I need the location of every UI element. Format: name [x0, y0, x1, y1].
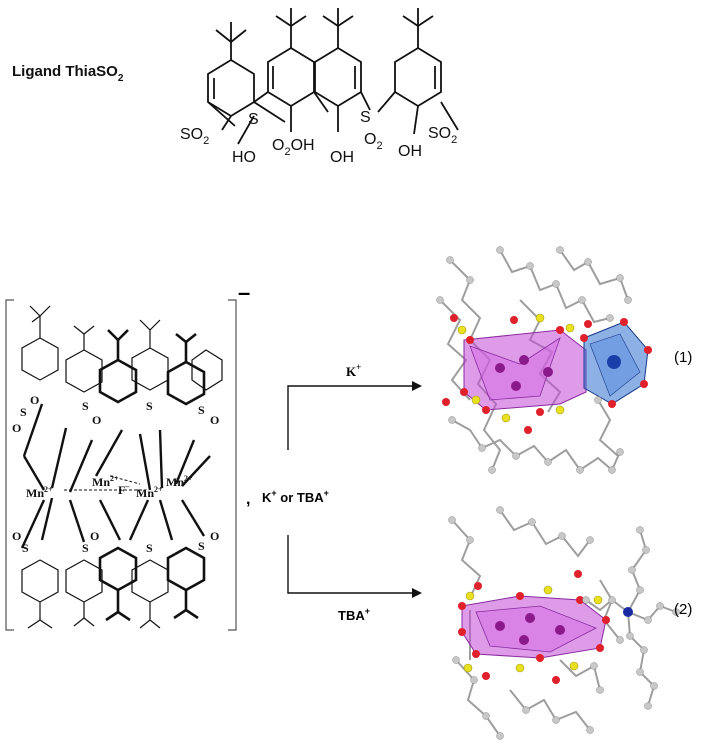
mn-atom-1: Mn2+ — [26, 485, 53, 500]
carbon-atoms-1 — [436, 246, 632, 474]
oxygen-atoms-1 — [442, 314, 652, 434]
s-atom: S — [20, 405, 27, 419]
tert-butyl-group-3 — [322, 8, 354, 48]
tert-butyl-group-2 — [275, 8, 307, 48]
o-atom: O — [92, 413, 101, 427]
sulfur-atoms-1 — [457, 313, 575, 423]
oh-label-center: OH — [330, 149, 354, 166]
cluster-charge: – — [238, 280, 250, 305]
s-atom: S — [146, 541, 153, 555]
o-atom: O — [210, 413, 219, 427]
product-1-structure — [436, 246, 652, 474]
sulfur-atoms-2 — [463, 585, 603, 673]
s-atom: S — [82, 541, 89, 555]
mn-atom-3: Mn2+ — [136, 485, 163, 500]
cluster-structure — [20, 305, 223, 629]
upper-reagent-label: K+ — [346, 362, 361, 379]
s-atom: S — [198, 403, 205, 417]
s-atom: S — [82, 399, 89, 413]
o-atom: O — [30, 393, 39, 407]
o2oh-label: O2OH — [272, 137, 315, 158]
ligand-title: Ligand ThiaSO2 — [12, 63, 124, 84]
oh-label-right: OH — [398, 143, 422, 160]
lower-reagent-label: TBA+ — [338, 606, 370, 623]
s-label-left: S — [248, 111, 259, 128]
o-atom: O — [12, 421, 21, 435]
nitrogen-atom — [623, 607, 633, 617]
s-label-right: S — [360, 109, 371, 126]
tert-butyl-group-1 — [215, 22, 247, 60]
o-atom: O — [90, 529, 99, 543]
reagents-label: K+ or TBA+ — [262, 488, 329, 505]
so2-label-left: SO2 — [180, 126, 209, 147]
s-atom: S — [198, 539, 205, 553]
product-2-label: (2) — [674, 601, 692, 618]
mn-atom-2: Mn2+ — [92, 474, 119, 489]
ligand-structure — [207, 8, 459, 145]
s-atom: S — [146, 399, 153, 413]
manganese-atoms-1 — [495, 355, 553, 391]
o2-label-right: O2 — [364, 131, 383, 152]
upper-arrow — [287, 381, 422, 450]
cluster-labels: S O O S O S S O Mn2+ Mn2+ F– Mn2+ Mn2+ S… — [12, 393, 219, 555]
fluoride-atom: F– — [118, 482, 130, 497]
product-2-structure — [448, 506, 680, 740]
o-atom: O — [210, 529, 219, 543]
mn-atom-4: Mn2+ — [166, 474, 193, 489]
o-atom: O — [12, 529, 21, 543]
reaction-comma: , — [246, 491, 250, 508]
lower-arrow — [287, 535, 422, 598]
ho-label: HO — [232, 149, 256, 166]
so2-label-right: SO2 — [428, 125, 457, 146]
tert-butyl-group-4 — [402, 8, 434, 48]
product-1-label: (1) — [674, 349, 692, 366]
oxygen-atoms-2 — [458, 570, 610, 684]
carbon-atoms-2 — [448, 506, 624, 740]
cluster-bracket — [5, 299, 237, 631]
s-atom: S — [22, 541, 29, 555]
manganese-atoms-2 — [495, 613, 565, 645]
phenol-ring-2 — [267, 46, 315, 108]
potassium-atom — [607, 355, 621, 369]
ligand-labels: SO2 S HO O2OH OH S O2 OH SO2 — [180, 109, 457, 166]
